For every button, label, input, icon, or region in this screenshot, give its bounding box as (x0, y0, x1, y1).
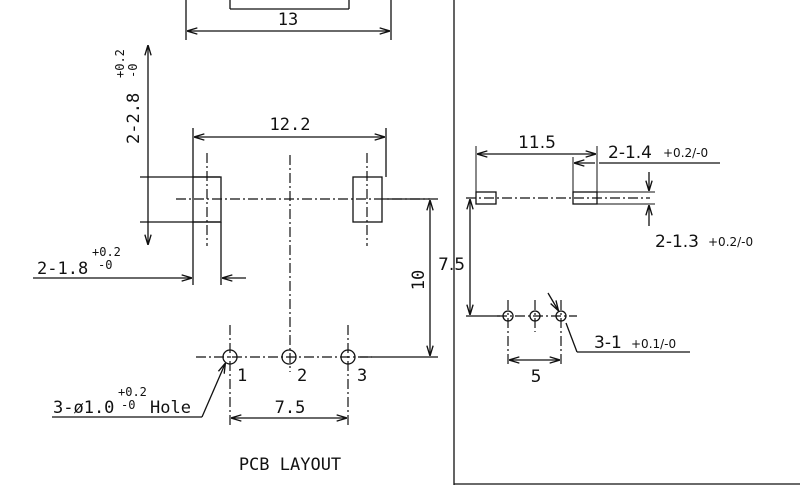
dim-hole-callout: 3-1 +0.1/-0 (547, 292, 690, 353)
right-hole-1 (502, 310, 514, 322)
dim-vertical-right: 7.5 (438, 200, 500, 317)
hole-label-suffix: Hole (150, 398, 191, 418)
dim-vertical-label: 10 (409, 270, 429, 290)
dim-hole-label: 3-1 (594, 333, 622, 353)
pin-number-2: 2 (297, 366, 307, 386)
dim-span-label: 11.5 (518, 133, 556, 153)
hole-1 (222, 349, 238, 365)
dim-pad-width-right-tol: +0.2/-0 (663, 146, 708, 160)
dim-pin-pitch-label: 7.5 (275, 398, 306, 418)
dim-top-label: 13 (278, 10, 298, 30)
dim-pad-width-right-label: 2-1.4 (608, 143, 652, 163)
dim-pad-height-right: 2-1.3 +0.2/-0 (649, 172, 753, 252)
dim-pad-height-label: 2-2.8 (124, 93, 144, 144)
pin-number-3: 3 (357, 366, 367, 386)
right-hole-3 (555, 310, 567, 322)
dim-pad-height: 2-2.8 +0.2 -0 (113, 46, 220, 244)
dim-hole-tol: +0.1/-0 (631, 337, 676, 351)
right-hole-2 (529, 310, 541, 322)
dim-pad-width-right: 2-1.4 +0.2/-0 (572, 143, 720, 192)
hole-2 (281, 349, 297, 365)
hole-tol-lower: -0 (121, 398, 135, 412)
hole-3 (340, 349, 356, 365)
dim-pin-pitch: 7.5 (232, 398, 346, 418)
hole-tol-upper: +0.2 (118, 385, 147, 399)
dim-pitch-right: 5 (510, 360, 559, 387)
dim-pad-height-tol-upper: +0.2 (113, 49, 127, 78)
dim-pad-width-tol-upper: +0.2 (92, 245, 121, 259)
dim-pad-span-label: 12.2 (270, 115, 311, 135)
dim-pad-width: 2-1.8 +0.2 -0 (33, 222, 246, 285)
dim-pad-height-right-tol: +0.2/-0 (708, 235, 753, 249)
left-view: 13 2-2.8 +0.2 -0 12.2 (33, 0, 438, 475)
dim-span-11-5: 11.5 (475, 133, 598, 192)
dim-pad-height-right-label: 2-1.3 (655, 232, 699, 252)
pin-number-1: 1 (237, 366, 247, 386)
dim-pad-height-tol-lower: -0 (126, 64, 140, 78)
dim-vertical-10: 10 (360, 198, 438, 358)
dim-top-13: 13 (185, 0, 392, 40)
dim-vertical-right-label: 7.5 (438, 255, 465, 275)
caption: PCB LAYOUT (239, 455, 341, 475)
dim-pitch-label: 5 (531, 367, 542, 387)
dim-pad-width-label: 2-1.8 (37, 259, 88, 279)
dim-pad-width-tol-lower: -0 (98, 258, 112, 272)
hole-label-prefix: 3-ø1.0 (53, 398, 114, 418)
right-view: 11.5 2-1.4 +0.2/-0 2-1.3 +0.2/-0 7.5 (438, 0, 800, 485)
hole-callout: 3-ø1.0 +0.2 -0 Hole (52, 364, 225, 418)
dim-pad-span: 12.2 (192, 115, 387, 177)
